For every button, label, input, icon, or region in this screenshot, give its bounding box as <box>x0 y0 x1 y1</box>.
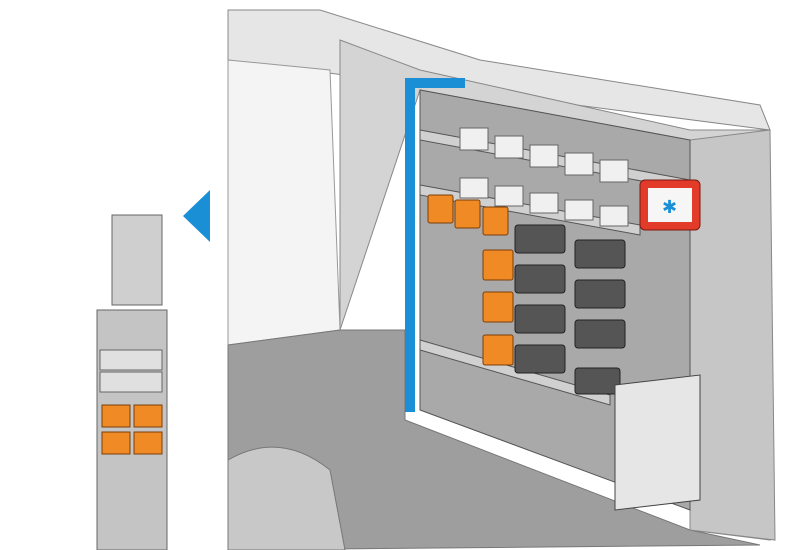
van-rear-opening <box>227 59 341 346</box>
left-module-preview <box>96 214 168 550</box>
van-interior <box>227 9 776 550</box>
module-bins <box>101 404 163 455</box>
step-plate <box>614 374 701 511</box>
shelf-dividers <box>459 127 629 227</box>
blue-edge-trim <box>405 78 465 412</box>
tool-cases <box>514 224 626 395</box>
drawer <box>99 371 163 393</box>
nav-triangle-icon[interactable] <box>183 190 210 242</box>
module-bottom <box>96 309 168 550</box>
wheel-arch <box>227 446 346 550</box>
lower-shelf <box>419 339 611 406</box>
orange-bins <box>427 194 514 366</box>
main-shelving-unit: ✱ <box>405 78 701 511</box>
van-pillar <box>689 129 776 541</box>
drawer <box>99 349 163 371</box>
module-top <box>111 214 163 306</box>
first-aid-icon: ✱ <box>662 197 677 217</box>
first-aid-case: ✱ <box>639 179 701 231</box>
